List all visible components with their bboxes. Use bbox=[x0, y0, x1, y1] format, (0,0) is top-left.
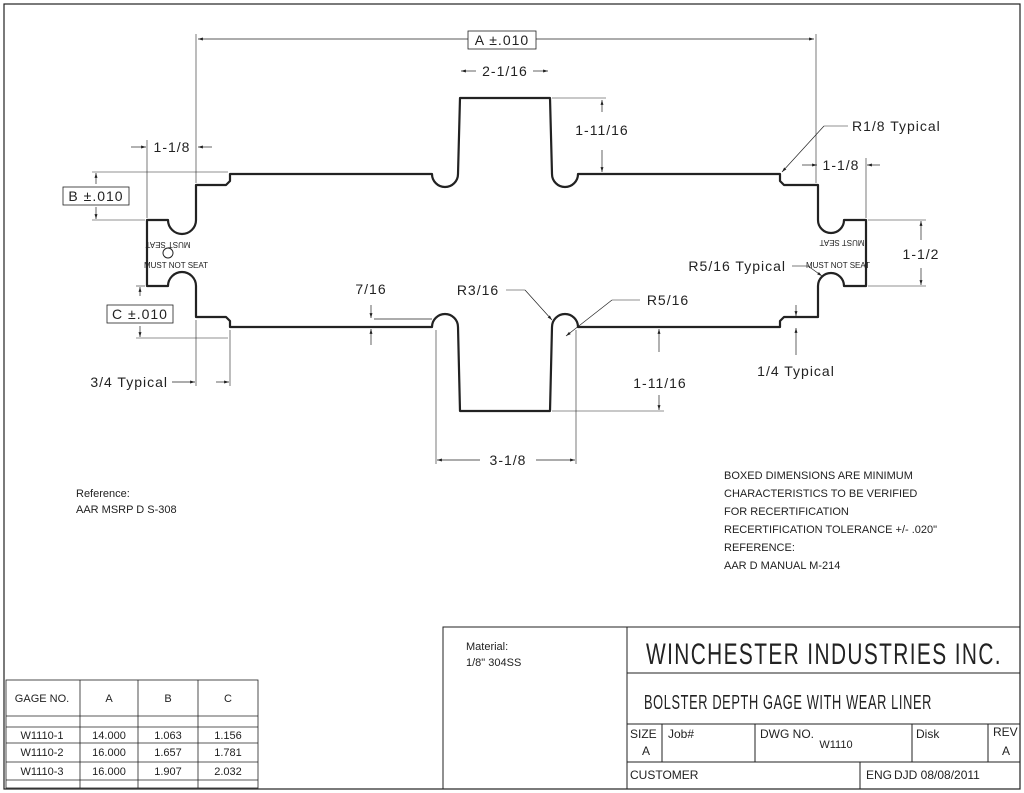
right-slot-text: 1-1/2 bbox=[903, 246, 940, 262]
typ14-text: 1/4 Typical bbox=[757, 363, 835, 379]
right-must-seat-label: MUST SEAT bbox=[819, 238, 864, 247]
bottom-width-text: 3-1/8 bbox=[490, 452, 527, 468]
company-name: WINCHESTER INDUSTRIES INC. bbox=[646, 638, 1002, 671]
disk-label: Disk bbox=[916, 727, 940, 741]
eng-label: ENG bbox=[866, 768, 892, 782]
gage-row-1-no: W1110-1 bbox=[20, 730, 63, 742]
bottom-tab-height-text: 1-11/16 bbox=[633, 375, 686, 391]
typ34-text: 3/4 Typical bbox=[90, 374, 168, 390]
gage-header-no: GAGE NO. bbox=[15, 693, 69, 705]
top-tab-height-text: 1-11/16 bbox=[575, 122, 628, 138]
gage-row-2-c: 1.781 bbox=[214, 747, 242, 759]
drawing-title: BOLSTER DEPTH GAGE WITH WEAR LINER bbox=[644, 692, 932, 714]
a-dim-text: A ±.010 bbox=[475, 32, 529, 48]
left-step-text: 1-1/8 bbox=[154, 139, 191, 155]
gage-outline bbox=[145, 96, 868, 413]
gage-table bbox=[5, 679, 259, 789]
left-must-seat-label: MUST SEAT bbox=[145, 240, 190, 249]
right-step-text: 1-1/8 bbox=[823, 157, 860, 173]
gage-row-1-c: 1.156 bbox=[214, 730, 242, 742]
reference-note: Reference: AAR MSRP D S-308 bbox=[76, 488, 177, 516]
gage-row-1-b: 1.063 bbox=[154, 730, 182, 742]
left-must-not-seat-label: MUST NOT SEAT bbox=[144, 261, 208, 270]
r516-typ-text: R5/16 Typical bbox=[688, 258, 786, 274]
gage-header-a: A bbox=[105, 693, 113, 705]
gage-row-3-c: 2.032 bbox=[214, 766, 242, 778]
rev-value: A bbox=[1002, 744, 1010, 758]
gage-row-2-no: W1110-2 bbox=[20, 747, 63, 759]
boxed-dimension-note: BOXED DIMENSIONS ARE MINIMUM CHARACTERIS… bbox=[724, 470, 940, 572]
top-tab-width-text: 2-1/16 bbox=[482, 63, 528, 79]
gage-row-3-no: W1110-3 bbox=[20, 766, 63, 778]
a-dim-box bbox=[467, 30, 537, 50]
gage-row-3-b: 1.907 bbox=[154, 766, 182, 778]
dwg-value: W1110 bbox=[819, 739, 852, 751]
gage-row-3-a: 16.000 bbox=[92, 766, 126, 778]
gage-row-2-b: 1.657 bbox=[154, 747, 182, 759]
seat-hole bbox=[162, 247, 174, 259]
r316-text: R3/16 bbox=[457, 282, 499, 298]
b-dim-text: B ±.010 bbox=[68, 188, 123, 204]
gage-header-b: B bbox=[164, 693, 171, 705]
title-block bbox=[442, 626, 1021, 790]
gage-row-1-a: 14.000 bbox=[92, 730, 126, 742]
job-label: Job# bbox=[668, 727, 694, 741]
gage-row-2-a: 16.000 bbox=[92, 747, 126, 759]
r316-arrow bbox=[524, 289, 553, 321]
c-dim-box bbox=[106, 304, 174, 324]
d716-text: 7/16 bbox=[355, 281, 386, 297]
c-dim-text: C ±.010 bbox=[112, 306, 168, 322]
rev-label: REV bbox=[993, 725, 1018, 739]
material-value: 1/8" 304SS bbox=[466, 657, 521, 669]
r18-text: R1/8 Typical bbox=[852, 118, 941, 134]
size-label: SIZE bbox=[630, 727, 657, 741]
b-dim-box bbox=[62, 186, 130, 206]
customer-label: CUSTOMER bbox=[630, 768, 699, 782]
r516-text: R5/16 bbox=[647, 292, 689, 308]
r516-typ-arrow bbox=[807, 265, 823, 277]
gage-header-c: C bbox=[224, 693, 232, 705]
right-must-not-seat-label: MUST NOT SEAT bbox=[806, 261, 870, 270]
size-value: A bbox=[642, 744, 650, 758]
eng-value: DJD 08/08/2011 bbox=[894, 768, 980, 782]
r18-arrow bbox=[781, 125, 825, 173]
dwg-label: DWG NO. bbox=[760, 727, 814, 741]
r516-arrow bbox=[565, 299, 613, 337]
material-label: Material: bbox=[466, 641, 508, 653]
